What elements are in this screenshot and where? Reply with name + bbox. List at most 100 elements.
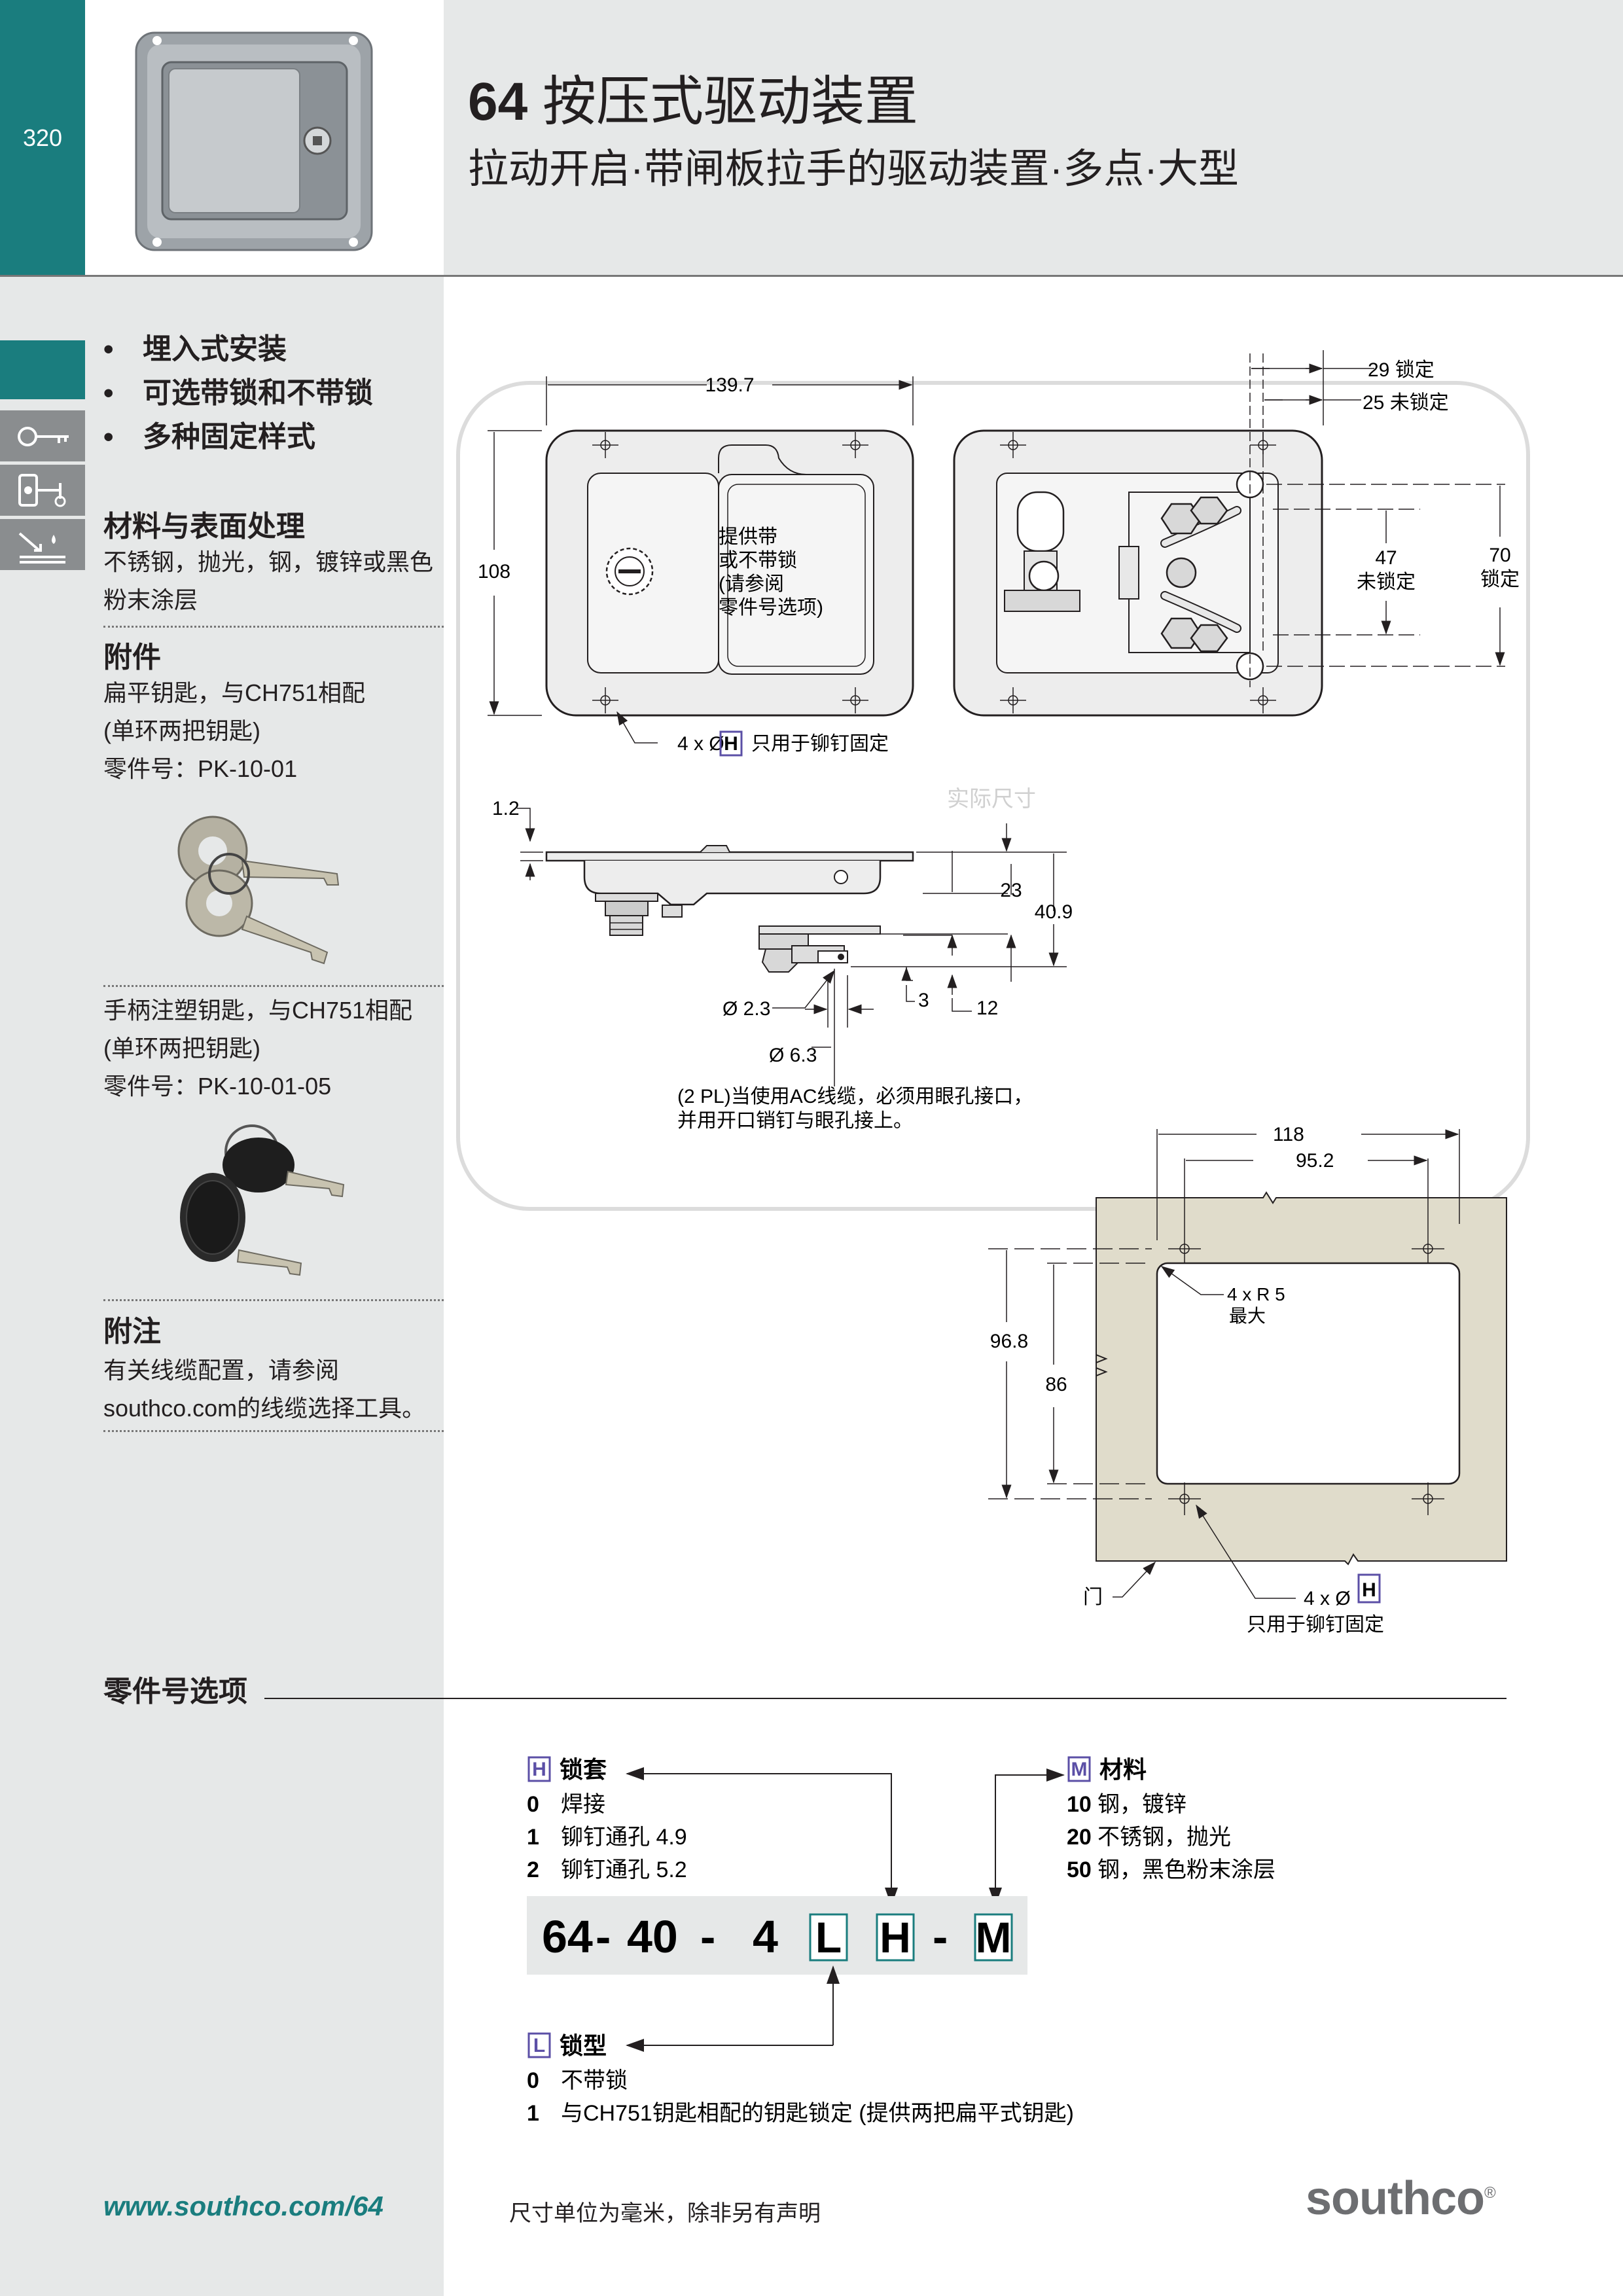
svg-text:只用于铆钉固定: 只用于铆钉固定 (1247, 1614, 1384, 1636)
section-divider (103, 1430, 444, 1432)
option-h: H 锁套 0 焊接 1 铆钉通孔 4.9 2 铆钉通孔 5.2 (527, 1756, 898, 1906)
units-note: 尺寸单位为毫米，除非另有声明 (509, 2201, 821, 2226)
svg-text:锁定: 锁定 (1480, 569, 1520, 590)
rear-view: 29 锁定 25 未锁定 47 未锁定 70 锁定 (953, 350, 1520, 717)
notes-text: 有关线缆配置，请参阅 southco.com的线缆选择工具。 (103, 1357, 426, 1422)
technical-drawing: 实际尺寸 提供带 或不带锁 (请参阅 零件号选项) 139.7 108 4 x … (456, 350, 1530, 1636)
accessories-heading: 附件 (103, 641, 161, 673)
product-photo (85, 0, 444, 275)
side-view: 1.2 23 40.9 3 12 Ø 2.3 Ø 6.3 (2 PL)当使用AC… (492, 798, 1073, 1132)
svg-text:锁型: 锁型 (560, 2032, 607, 2059)
svg-text:-: - (596, 1911, 611, 1962)
cam-latch-icon (0, 465, 85, 516)
option-m: M 材料 10 钢，镀锌 20 不锈钢，抛光 50 钢，黑色粉末涂层 (989, 1756, 1275, 1906)
dim-1-2: 1.2 (492, 798, 520, 819)
dim-70: 70 (1489, 545, 1510, 566)
page-subtitle: 拉动开启·带闸板拉手的驱动装置·多点·大型 (468, 147, 1239, 192)
svg-text:提供带: 提供带 (719, 526, 777, 548)
svg-text:M: M (976, 1913, 1012, 1962)
dim-118: 118 (1273, 1124, 1304, 1145)
svg-text:50: 50 (1067, 1857, 1092, 1882)
svg-text:焊接: 焊接 (561, 1792, 605, 1817)
sidebar-teal-tab (0, 340, 85, 399)
svg-text:1: 1 (527, 1825, 539, 1850)
svg-text:1: 1 (527, 2101, 539, 2126)
feature-item: 埋入式安装 (103, 327, 373, 371)
svg-text:M: M (1071, 1759, 1088, 1780)
dim-95-2: 95.2 (1296, 1150, 1334, 1172)
notes-heading: 附注 (103, 1316, 161, 1348)
southco-logo: southco® (1306, 2172, 1496, 2225)
svg-text:2: 2 (527, 1857, 539, 1882)
svg-text:未锁定: 未锁定 (1357, 571, 1416, 593)
materials-heading: 材料与表面处理 (103, 511, 305, 543)
svg-text:-: - (933, 1911, 948, 1962)
svg-text:64: 64 (542, 1911, 593, 1962)
svg-text:最大: 最大 (1229, 1306, 1266, 1326)
svg-text:L: L (815, 1913, 842, 1962)
svg-text:H: H (724, 733, 738, 755)
svg-text:不带锁: 不带锁 (561, 2068, 628, 2093)
dim-47: 47 (1375, 547, 1397, 569)
svg-text:10: 10 (1067, 1792, 1092, 1817)
header-divider (0, 275, 1623, 277)
svg-text:与CH751钥匙相配的钥匙锁定 (提供两把扁平式钥匙): 与CH751钥匙相配的钥匙锁定 (提供两把扁平式钥匙) (561, 2101, 1074, 2126)
svg-text:H: H (532, 1759, 546, 1780)
svg-text:4: 4 (753, 1911, 778, 1962)
actual-size-outline (456, 381, 1530, 1211)
feature-item: 多种固定样式 (103, 415, 373, 459)
svg-text:20: 20 (1067, 1825, 1092, 1850)
cable-note-line2: 并用开口销钉与眼孔接上。 (677, 1110, 913, 1132)
radius-note-line1: 4 x R 5 (1227, 1284, 1285, 1304)
section-divider (103, 985, 444, 987)
option-l: L 锁型 0 不带锁 1 与CH751钥匙相配的钥匙锁定 (提供两把扁平式钥匙) (527, 1965, 1074, 2126)
dim-23: 23 (1000, 880, 1022, 901)
svg-text:铆钉通孔 5.2: 铆钉通孔 5.2 (561, 1857, 687, 1882)
dim-d6-3: Ø 6.3 (769, 1045, 817, 1066)
svg-text:不锈钢，抛光: 不锈钢，抛光 (1097, 1825, 1231, 1850)
accessory-molded-key-text: 手柄注塑钥匙，与CH751相配 (单环两把钥匙) 零件号：PK-10-01-05 (103, 997, 413, 1100)
cable-note-line1: (2 PL)当使用AC线缆，必须用眼孔接口， (677, 1086, 1033, 1107)
svg-text:4 x Ø: 4 x Ø (677, 733, 724, 755)
dim-d2-3: Ø 2.3 (722, 998, 770, 1020)
svg-text:钢，黑色粉末涂层: 钢，黑色粉末涂层 (1097, 1857, 1275, 1882)
panel-cutout-view: 118 95.2 96.8 86 4 x R 5 最大 门 4 x Ø H 只用… (988, 1124, 1507, 1636)
feature-list: 埋入式安装 可选带锁和不带锁 多种固定样式 (103, 327, 373, 459)
molded-key-image (180, 1124, 345, 1276)
surface-treatment-icon (0, 519, 85, 570)
dim-86: 86 (1045, 1374, 1067, 1395)
materials-text: 不锈钢，抛光，钢，镀锌或黑色 粉末涂层 (103, 548, 434, 613)
svg-text:材料: 材料 (1099, 1756, 1147, 1783)
key-icon (0, 410, 85, 461)
dim-29: 29 锁定 (1368, 359, 1435, 381)
accessory-flat-key-text: 扁平钥匙，与CH751相配 (单环两把钥匙) 零件号：PK-10-01 (103, 679, 366, 782)
section-divider (103, 626, 444, 628)
part-number-options: H 锁套 0 焊接 1 铆钉通孔 4.9 2 铆钉通孔 5.2 M 材料 10 … (527, 1756, 1275, 2126)
dim-139-7: 139.7 (705, 374, 754, 396)
part-number-bar: 64 - 40 - 4 L H - M (527, 1896, 1027, 1975)
flat-key-image (177, 816, 340, 965)
page-title: 64 按压式驱动装置 (468, 72, 919, 132)
page-number: 320 (22, 124, 63, 151)
dim-25: 25 未锁定 (1363, 392, 1449, 414)
door-label: 门 (1083, 1587, 1103, 1608)
svg-text:H: H (1362, 1579, 1376, 1601)
svg-text:0: 0 (527, 2068, 539, 2093)
section-divider (103, 1299, 444, 1301)
svg-text:或不带锁: 或不带锁 (719, 550, 797, 571)
svg-text:4 x Ø: 4 x Ø (1304, 1588, 1351, 1609)
svg-text:锁套: 锁套 (560, 1756, 607, 1783)
dim-3: 3 (918, 990, 929, 1011)
sidebar-panel (0, 277, 444, 2296)
part-options-rule (264, 1698, 1507, 1699)
dim-12: 12 (976, 997, 998, 1019)
svg-text:零件号选项): 零件号选项) (719, 597, 823, 619)
front-view: 提供带 或不带锁 (请参阅 零件号选项) 139.7 108 4 x Ø H 只… (478, 374, 913, 757)
dim-108: 108 (478, 561, 510, 583)
svg-text:-: - (700, 1911, 715, 1962)
svg-text:L: L (533, 2035, 545, 2056)
svg-text:(请参阅: (请参阅 (719, 573, 784, 595)
footer-url-link[interactable]: www.southco.com/64 (103, 2191, 383, 2221)
feature-item: 可选带锁和不带锁 (103, 371, 373, 415)
svg-text:只用于铆钉固定: 只用于铆钉固定 (751, 733, 889, 755)
